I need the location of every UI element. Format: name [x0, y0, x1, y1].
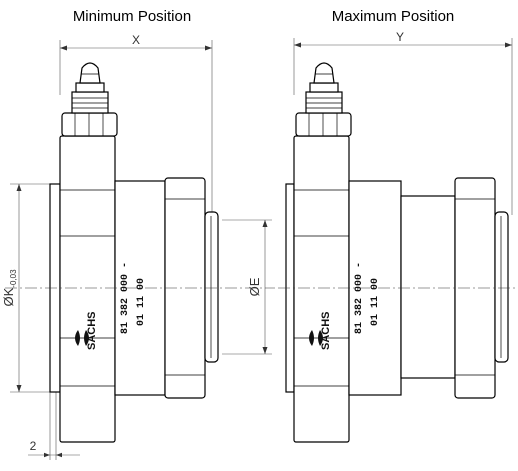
minimum-position-caption: Minimum Position: [73, 8, 191, 25]
dimension-y-label: Y: [396, 30, 404, 44]
part-number-right: 81 382 000 -: [354, 262, 365, 334]
dimension-2-label: 2: [30, 439, 37, 453]
grease-nipple-icon: [61, 62, 118, 137]
sachs-logo-icon: [75, 330, 89, 346]
dimension-x-label: X: [132, 33, 140, 47]
part-code-right: 01 11 00: [370, 278, 381, 326]
piston-rod-seal: [204, 211, 219, 363]
flange-body-max: [293, 135, 350, 443]
piston-rod-seal-max: [494, 211, 509, 363]
sachs-logo-icon: [309, 330, 323, 346]
extended-piston: [400, 195, 456, 379]
maximum-position-view: Maximum Position Y: [278, 8, 516, 443]
dimension-k-label: ØK-0,03: [1, 269, 18, 307]
flange-body: [59, 135, 116, 443]
brand-text-left: SACHS: [86, 311, 98, 350]
part-number-left: 81 382 000 -: [120, 262, 131, 334]
dimension-e-label: ØE: [247, 277, 262, 296]
grease-nipple-icon: [295, 62, 352, 137]
part-code-left: 01 11 00: [136, 278, 147, 326]
maximum-position-caption: Maximum Position: [332, 8, 455, 25]
minimum-position-view: Minimum Position X ØK-0,03 ØE 2: [1, 8, 275, 460]
brand-text-right: SACHS: [320, 311, 332, 350]
